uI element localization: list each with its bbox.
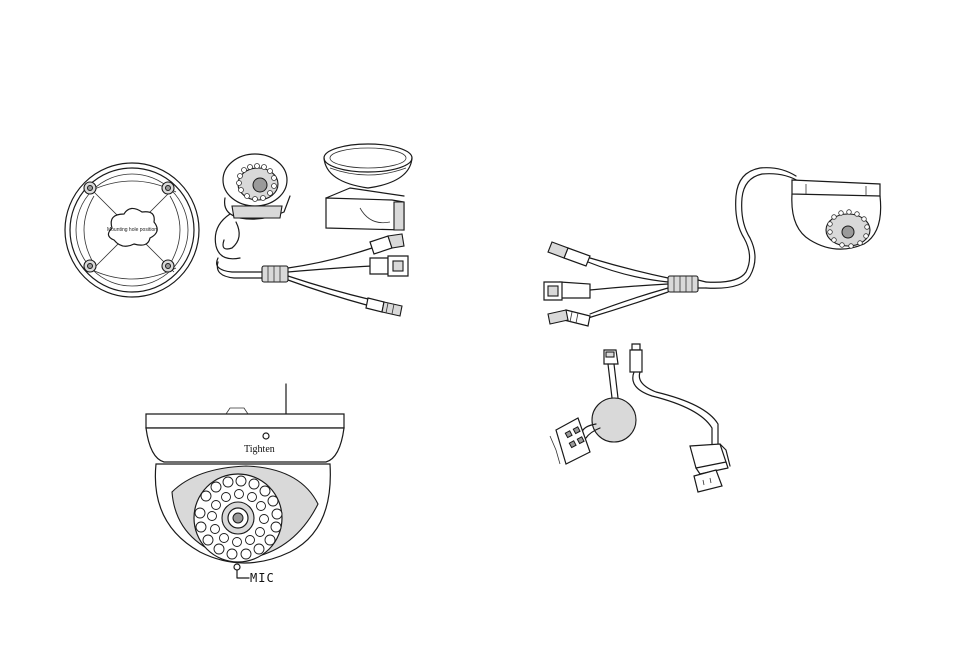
dc-connector-icon: [370, 234, 404, 254]
mounting-screw-icon: [84, 260, 96, 272]
power-adapter-icon: [690, 444, 730, 474]
tighten-screw-icon: [263, 433, 269, 439]
poe-connection-figure: [550, 344, 730, 492]
mounting-hole-label: Mounting hole position: [107, 227, 157, 233]
mounting-base-figure: Mounting hole position: [65, 163, 199, 297]
poe-injector-icon: [592, 398, 636, 442]
rj45-connector-icon: [544, 282, 590, 300]
network-wall-socket-icon: [550, 418, 590, 464]
power-outlet-icon: [694, 470, 722, 492]
dome-camera-small-figure: [215, 154, 408, 316]
dc-connector-icon: [548, 242, 590, 266]
dome-trim-ring-figure: [324, 144, 412, 188]
mounting-screw-icon: [162, 260, 174, 272]
dc-plug-icon: [630, 344, 642, 372]
mounting-screw-icon: [162, 182, 174, 194]
bnc-connector-icon: [548, 310, 590, 326]
mic-label: MIC: [250, 571, 275, 585]
mic-hole-icon: [234, 564, 240, 570]
mounting-screw-icon: [84, 182, 96, 194]
lens-icon: [222, 502, 254, 534]
rj45-connector-icon: [370, 256, 408, 276]
mounting-bracket-figure: [326, 188, 404, 230]
tighten-label: Tighten: [244, 444, 275, 455]
rj45-plug-icon: [604, 350, 618, 364]
dome-camera-front-figure: Tighten MIC: [146, 384, 344, 585]
bnc-connector-icon: [366, 298, 402, 316]
dome-camera-cable-figure: [544, 168, 881, 326]
